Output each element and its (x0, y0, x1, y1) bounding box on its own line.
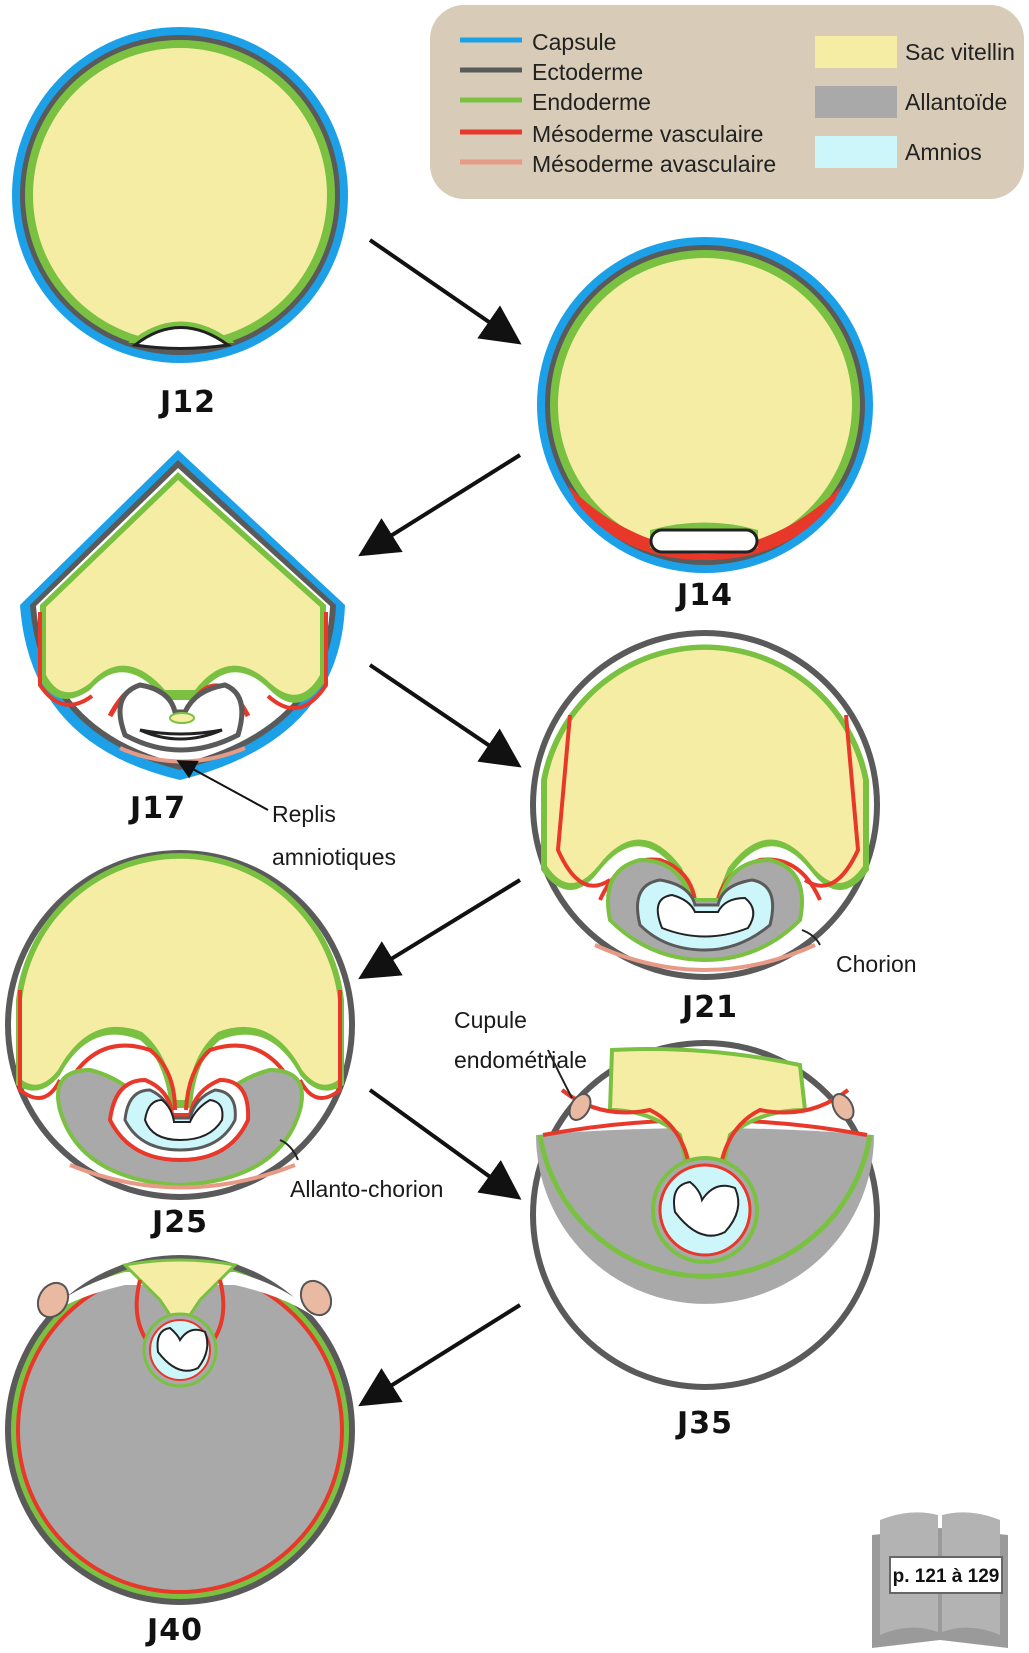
arrow-j14-to-j17 (365, 455, 520, 552)
stage-label-j14: J14 (675, 578, 733, 613)
annotation-replis-line1: Replis (272, 801, 336, 827)
legend-label-ectoderm: Ectoderme (532, 59, 643, 85)
arrows (365, 240, 520, 1402)
legend-label-endoderm: Endoderme (532, 89, 651, 115)
stage-label-j25: J25 (150, 1205, 208, 1240)
stage-label-j12: J12 (158, 385, 216, 420)
legend-swatch-yolk-sac: Sac vitellin (815, 36, 1015, 68)
book-icon: p. 121 à 129 (872, 1512, 1008, 1648)
stage-j40: J40 (5, 1255, 355, 1648)
arrow-j12-to-j14 (370, 240, 515, 340)
book-page-reference: p. 121 à 129 (893, 1566, 1000, 1587)
legend-label-capsule: Capsule (532, 29, 616, 55)
annotation-cupule-line2: endométriale (454, 1047, 587, 1073)
arrow-j17-to-j21 (370, 665, 515, 763)
stage-label-j35: J35 (675, 1406, 733, 1441)
annotation-replis-line2: amniotiques (272, 844, 396, 870)
stage-j35: J35 (530, 1040, 880, 1441)
legend: Capsule Ectoderme Endoderme Mésoderme va… (430, 5, 1024, 199)
arrow-j35-to-j40 (365, 1305, 520, 1402)
legend-label-mesoderm-vascular: Mésoderme vasculaire (532, 121, 763, 147)
stage-label-j17: J17 (128, 791, 186, 826)
replis-leader-line (180, 762, 268, 810)
stage-label-j40: J40 (145, 1613, 203, 1648)
annotation-allanto-chorion: Allanto-chorion (290, 1176, 443, 1202)
stage-label-j21: J21 (680, 990, 738, 1025)
stage-j14: J14 (537, 237, 873, 613)
stage-j21: J21 (530, 630, 880, 1025)
arrow-j21-to-j25 (365, 880, 520, 975)
legend-label-allantois: Allantoïde (905, 89, 1007, 115)
stage-j17: J17 (20, 450, 345, 826)
annotation-cupule-line1: Cupule (454, 1007, 527, 1033)
legend-swatch-allantois: Allantoïde (815, 86, 1007, 118)
legend-label-yolk-sac: Sac vitellin (905, 39, 1015, 65)
annotation-chorion: Chorion (836, 951, 917, 977)
stage-j12: J12 (12, 27, 348, 420)
legend-label-mesoderm-avascular: Mésoderme avasculaire (532, 151, 776, 177)
legend-label-amnion: Amnios (905, 139, 982, 165)
